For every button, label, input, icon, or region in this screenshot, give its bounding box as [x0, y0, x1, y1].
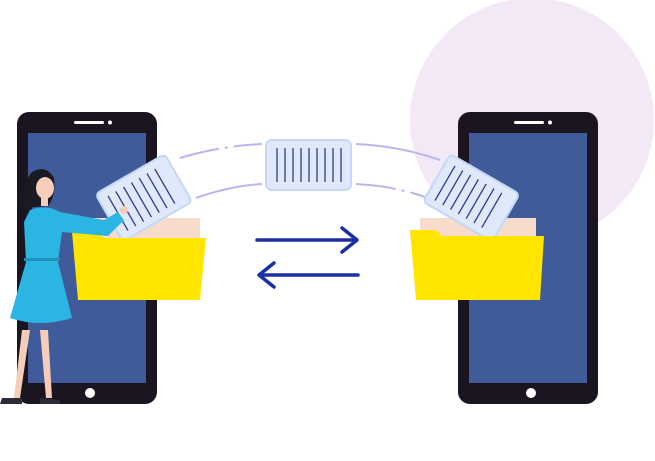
- left-folder-icon: [72, 154, 206, 300]
- transfer-arcs: [179, 143, 441, 199]
- right-home-button: [526, 388, 536, 398]
- transfer-arrows-icon: [255, 226, 360, 289]
- left-home-button: [85, 388, 95, 398]
- woman-figure: [0, 169, 128, 404]
- right-document-icon: [423, 154, 519, 241]
- middle-document-icon: [265, 139, 352, 191]
- right-folder-icon: [410, 154, 544, 300]
